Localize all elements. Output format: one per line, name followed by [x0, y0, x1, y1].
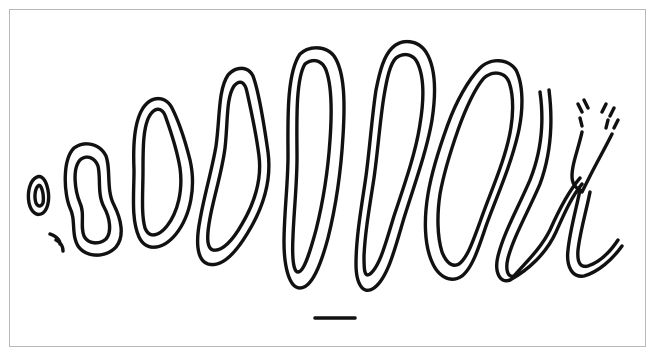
contour-section-1-outer	[28, 176, 48, 214]
contour-section-4	[198, 68, 269, 264]
contour-section-5-inner	[293, 61, 332, 272]
contour-section-2-inner	[75, 157, 110, 243]
contour-section-9-right-arm	[582, 134, 612, 192]
contour-section-2	[65, 144, 121, 255]
contour-section-9-dash-left-2	[584, 100, 588, 108]
contour-section-3-inner	[143, 109, 181, 235]
contour-section-9	[568, 100, 622, 276]
contour-section-9-stem-inner	[578, 192, 618, 266]
contour-section-9-dash-right-4	[606, 120, 608, 128]
contour-section-6-inner	[364, 55, 423, 275]
contour-section-9-dash-right-3	[614, 120, 618, 128]
contour-section-7	[425, 61, 522, 279]
contour-section-1-inner	[35, 185, 43, 206]
contour-section-6	[356, 42, 434, 291]
contour-section-5	[284, 48, 344, 288]
contour-section-1	[28, 176, 63, 251]
contour-section-9-dash-left-3	[580, 118, 582, 126]
contour-section-3	[133, 99, 192, 248]
contour-section-9-dash-left-1	[578, 104, 582, 112]
contour-section-7-inner	[438, 73, 513, 265]
contour-section-9-dash-right-2	[610, 108, 614, 116]
contour-section-9-dash-right-1	[602, 104, 606, 112]
